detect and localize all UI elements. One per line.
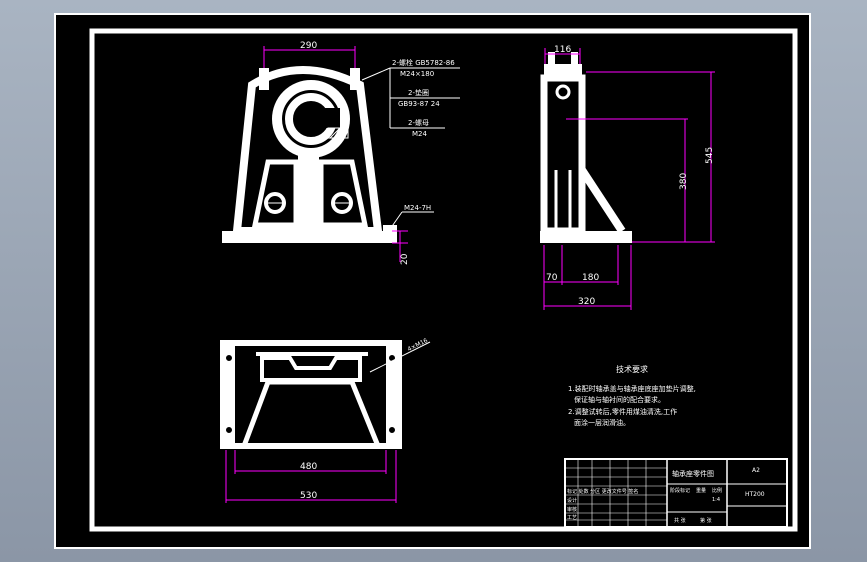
stage-label: 阶段标记	[670, 487, 690, 494]
side-upright	[540, 74, 586, 235]
top-hole-bl	[224, 425, 234, 435]
side-bolt-right	[571, 52, 578, 66]
side-rib	[578, 167, 626, 234]
tech-req-line2: 保证轴与轴衬间的配合要求。	[574, 395, 665, 404]
top-hole-tl	[224, 353, 234, 363]
sheet-no: 第 张	[700, 517, 712, 524]
front-cap-bolt-right	[350, 68, 360, 90]
front-center-rib	[298, 150, 319, 231]
tech-req-line1: 1.装配时轴承盖与轴承座底座加垫片调整,	[568, 384, 696, 393]
bolt-spec-label: 2-螺栓 GB5782-86	[392, 58, 455, 67]
tech-req-line4: 面涂一层润滑油。	[574, 418, 630, 427]
material: HT200	[745, 491, 765, 498]
dim-side-overall-height: 545	[705, 147, 715, 164]
top-hole-br	[387, 425, 397, 435]
drawing-border	[89, 28, 798, 532]
sheet-label: 共 张	[674, 517, 686, 524]
top-bearing-slot	[260, 356, 362, 382]
tech-req-title: 技术要求	[616, 364, 648, 374]
front-web-right	[318, 159, 369, 228]
tech-req-line3: 2.调整试转后,零件用煤油清洗,工作	[568, 407, 677, 416]
hole-callout: M24-7H	[404, 204, 431, 212]
sheet-size: A2	[752, 467, 760, 474]
front-web-left	[251, 159, 299, 228]
nut-size-label: M24	[412, 130, 427, 138]
side-base-tab	[622, 233, 632, 241]
dim-side-mid-width: 180	[582, 273, 599, 283]
side-bolt-left	[548, 52, 555, 66]
drawing-name: 轴承座零件图	[672, 469, 714, 478]
title-block-row1: 标记 处数 分区 更改文件号 签名	[567, 488, 638, 495]
title-block-row4: 工艺	[567, 515, 577, 521]
top-view: 4×M16 480 530	[220, 337, 431, 503]
title-block-row2: 设计	[567, 497, 577, 504]
dim-side-center-height: 380	[679, 173, 689, 190]
bearing-outer-ring	[272, 80, 350, 158]
washer-label: 2-垫圈	[408, 88, 429, 97]
side-view: 116 545 380 70 180 320	[540, 45, 715, 310]
title-block: 标记 处数 分区 更改文件号 签名 设计 审核 工艺 轴承座零件图 A2 HT2…	[564, 458, 788, 528]
bore-cutout	[322, 108, 340, 128]
weight-label: 重量	[696, 487, 706, 494]
top-right-rail	[386, 343, 399, 446]
dim-front-top-width: 290	[300, 41, 317, 51]
bolt-size-label: M24×180	[400, 70, 434, 78]
scale-value: 1:4	[712, 497, 720, 503]
dim-top-overall-width: 530	[300, 491, 317, 501]
dim-side-base-width: 320	[578, 297, 595, 307]
front-cap-bolt-left	[259, 68, 269, 90]
dim-top-inner-width: 480	[300, 462, 317, 472]
dim-side-top-width: 116	[554, 45, 571, 55]
dim-side-offset: 70	[546, 273, 558, 283]
technical-requirements: 技术要求 1.装配时轴承盖与轴承座底座加垫片调整, 保证轴与轴衬间的配合要求。 …	[568, 364, 696, 427]
nut-label: 2-螺母	[408, 118, 429, 127]
front-view: 290 20 M24-7H 2-螺栓 GB5782-86 M24×180 2-垫…	[222, 41, 460, 265]
scale-label: 比例	[712, 487, 722, 494]
top-left-rail	[223, 343, 235, 446]
viewport-frame	[54, 13, 811, 549]
title-block-row3: 审核	[567, 506, 577, 513]
dim-front-base-thickness: 20	[400, 253, 410, 265]
washer-spec-label: GB93-87 24	[398, 100, 440, 108]
side-oil-hole	[555, 84, 571, 100]
hatch-section	[327, 127, 349, 139]
